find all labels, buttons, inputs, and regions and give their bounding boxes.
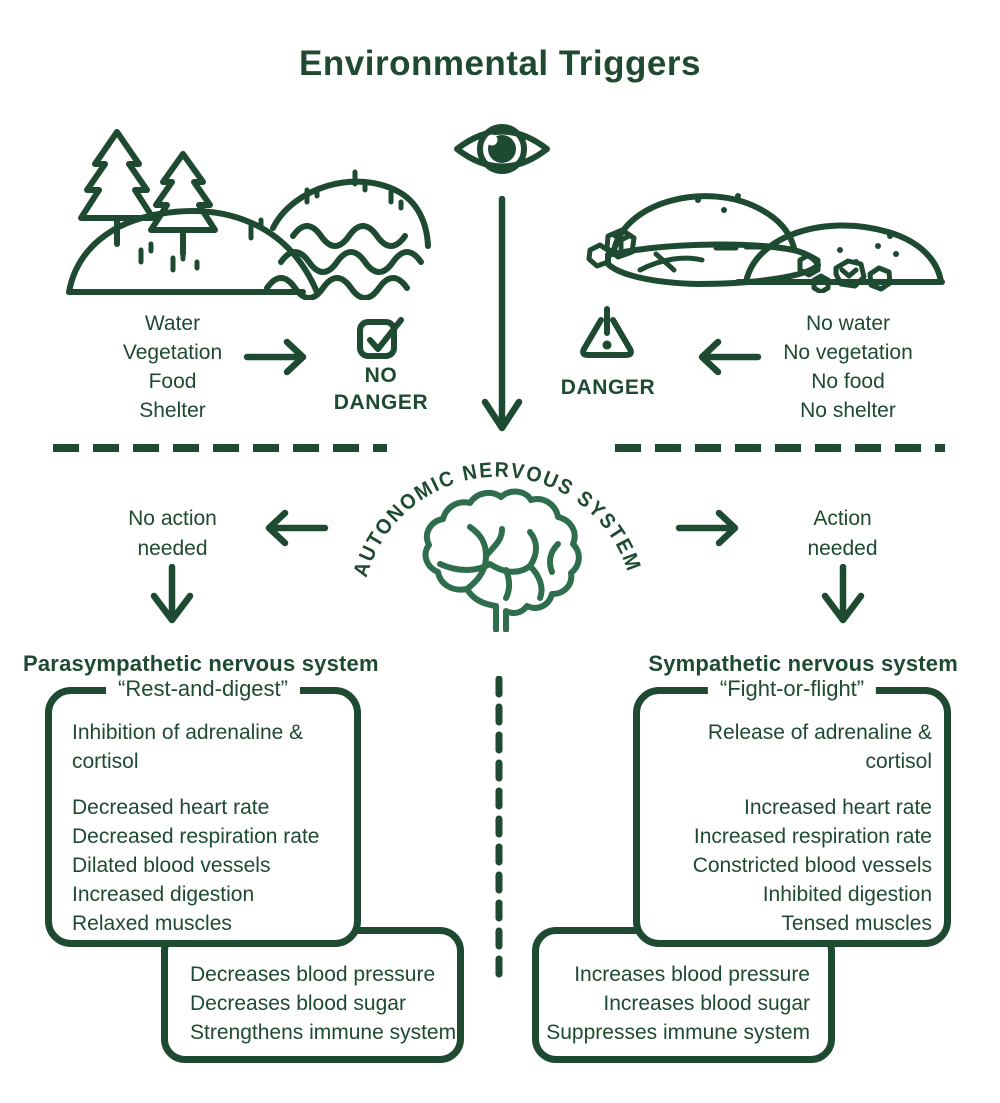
parasympathetic-outcomes-box: Decreases blood pressure Decreases blood… — [161, 927, 464, 1063]
parasympathetic-box: “Rest-and-digest” Inhibition of adrenali… — [45, 676, 361, 947]
parasympathetic-title: Parasympathetic nervous system — [23, 651, 379, 676]
checked-checkbox-icon — [357, 317, 404, 359]
outcome-item: Strengthens immune system — [190, 1021, 457, 1044]
action-needed-label: Action needed — [807, 507, 878, 560]
outcome-item: Suppresses immune system — [546, 1021, 810, 1044]
hormone-text: Release of adrenaline & cortisol — [707, 721, 932, 773]
effect-item: Relaxed muscles — [72, 912, 232, 935]
list-item: Vegetation — [122, 341, 223, 364]
brain-icon — [422, 488, 582, 632]
dashed-divider-left — [53, 444, 387, 452]
outcome-item: Decreases blood sugar — [190, 992, 406, 1015]
effect-item: Dilated blood vessels — [72, 854, 271, 877]
outcome-item: Increases blood pressure — [574, 963, 810, 986]
sympathetic-subtitle: “Fight-or-flight” — [707, 676, 877, 702]
list-item: Water — [144, 312, 201, 335]
list-item: Food — [148, 370, 197, 393]
effect-item: Increased respiration rate — [693, 825, 932, 848]
sympathetic-outcomes-box: Increases blood pressure Increases blood… — [532, 927, 835, 1063]
sympathetic-title: Sympathetic nervous system — [648, 651, 958, 676]
parasympathetic-subtitle: “Rest-and-digest” — [106, 676, 300, 702]
list-item: Shelter — [139, 399, 206, 422]
effect-item: Inhibited digestion — [762, 883, 932, 906]
page-title: Environmental Triggers — [299, 44, 701, 83]
list-item: No food — [811, 370, 885, 393]
eye-icon — [454, 124, 550, 174]
no-action-needed-label: No action needed — [128, 507, 217, 560]
arrow-down-icon — [481, 196, 523, 432]
outcome-item: Decreases blood pressure — [190, 963, 436, 986]
autonomic-nervous-system-arc-label: AUTONOMIC NERVOUS SYSTEM — [349, 459, 643, 580]
effect-item: Tensed muscles — [781, 912, 932, 935]
dashed-divider-right — [615, 444, 945, 452]
effect-item: Decreased respiration rate — [72, 825, 320, 848]
arrow-right-icon — [243, 338, 307, 376]
safe-conditions-list: Water Vegetation Food Shelter — [90, 309, 255, 425]
effect-item: Constricted blood vessels — [692, 854, 932, 877]
arrow-left-icon — [265, 509, 329, 547]
danger-conditions-list: No water No vegetation No food No shelte… — [758, 309, 938, 425]
outcome-item: Increases blood sugar — [603, 992, 810, 1015]
dashed-divider-vertical — [495, 676, 503, 982]
barren-landscape-icon — [586, 193, 945, 293]
sympathetic-box: “Fight-or-flight” Release of adrenaline … — [633, 676, 951, 947]
fertile-landscape-icon — [66, 129, 431, 300]
no-danger-label: NO DANGER — [333, 364, 429, 414]
list-item: No vegetation — [783, 341, 913, 364]
list-item: No water — [805, 312, 891, 335]
effect-item: Decreased heart rate — [72, 796, 270, 819]
effect-item: Increased heart rate — [744, 796, 932, 819]
arrow-right-icon — [675, 509, 739, 547]
warning-triangle-icon — [580, 306, 634, 358]
arrow-down-icon — [821, 564, 865, 624]
hormone-text: Inhibition of adrenaline & cortisol — [72, 721, 304, 773]
effect-item: Increased digestion — [72, 883, 255, 906]
arrow-down-icon — [150, 564, 194, 624]
arrow-left-icon — [698, 338, 762, 376]
list-item: No shelter — [800, 399, 896, 422]
danger-label: DANGER — [560, 376, 656, 399]
